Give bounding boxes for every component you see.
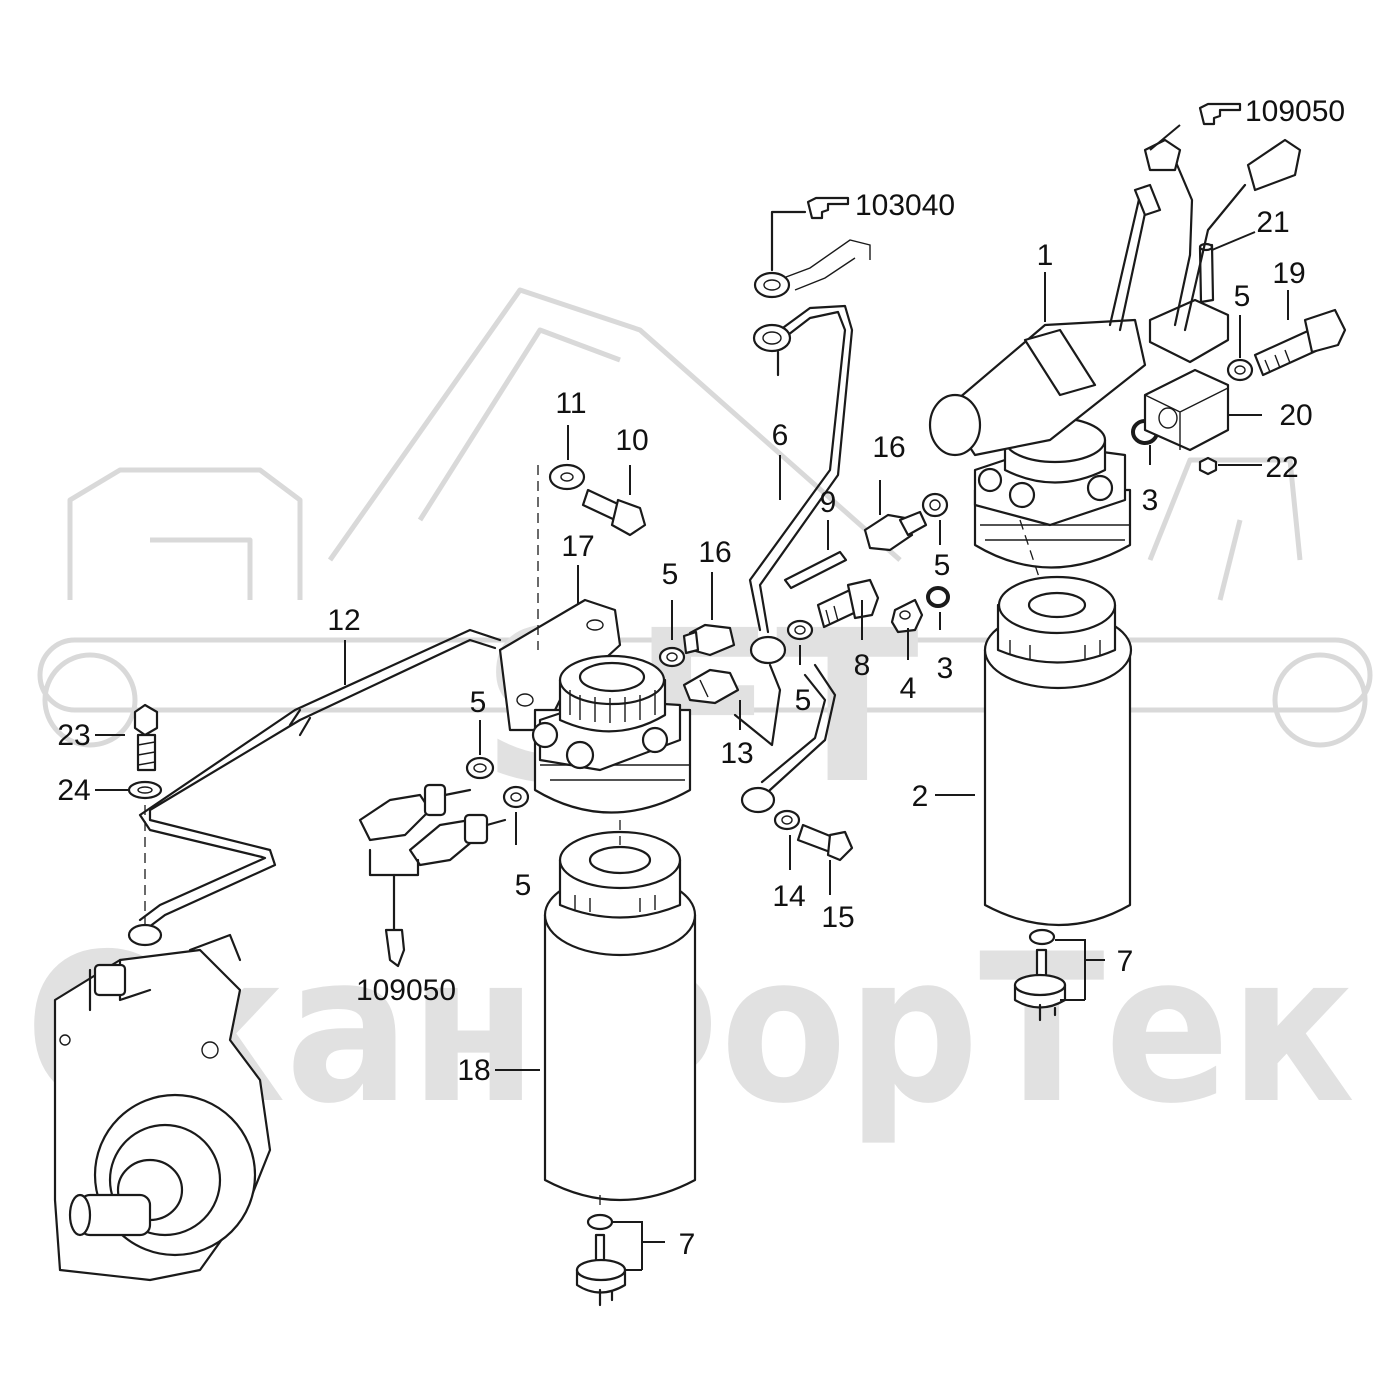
callout-16a: 16: [872, 431, 905, 464]
filter-cartridge-2: [983, 575, 1133, 926]
callout-5d: 5: [662, 558, 679, 591]
reference-number: 109050: [1245, 95, 1345, 128]
callout-13: 13: [720, 737, 753, 770]
washer-14: [773, 809, 801, 831]
callout-8: 8: [854, 649, 871, 682]
callout-24: 24: [57, 774, 90, 807]
adapter-16-mid: [682, 623, 736, 657]
callout-3a: 3: [1142, 484, 1159, 517]
callout-4: 4: [900, 672, 917, 705]
sealing-washer-5-mid: [658, 646, 686, 668]
callout-9: 9: [820, 486, 837, 519]
callout-18: 18: [457, 1054, 490, 1087]
callout-5f: 5: [515, 869, 532, 902]
callout-14: 14: [772, 880, 805, 913]
callout-11: 11: [555, 387, 586, 420]
sealing-washer-5-center: [786, 619, 814, 641]
connector-block-20: [1143, 368, 1230, 452]
drain-valve-7-left: [575, 1195, 627, 1307]
callout-22: 22: [1265, 451, 1298, 484]
banjo-bolt-8: [816, 578, 880, 629]
pointing-hand-icon: [806, 196, 850, 220]
callout-12: 12: [327, 604, 360, 637]
callout-1: 1: [1037, 239, 1054, 272]
callout-15: 15: [821, 901, 854, 934]
adapter-13: [682, 668, 740, 705]
reference-number: 103040: [855, 189, 955, 222]
washer-11: [548, 463, 586, 491]
callout-5e: 5: [470, 686, 487, 719]
fuel-pipe-6: [748, 304, 854, 634]
callout-19: 19: [1272, 257, 1305, 290]
callout-21: 21: [1256, 206, 1289, 239]
reference-109050-bottom: 109050: [356, 974, 456, 1007]
bolt-10: [537, 465, 647, 650]
injection-pump: [53, 933, 272, 1282]
reference-109050-top: 109050: [1198, 95, 1345, 128]
sensor-bracket-21: [1148, 242, 1230, 364]
pointing-hand-icon: [1198, 102, 1242, 126]
callout-16b: 16: [698, 536, 731, 569]
callout-17: 17: [561, 530, 594, 563]
callout-5c: 5: [795, 684, 812, 717]
callout-6: 6: [772, 419, 789, 452]
reference-103040: 103040: [806, 189, 955, 222]
sealing-washer-5-right-a: [921, 492, 949, 518]
callout-5b: 5: [934, 549, 951, 582]
callout-3b: 3: [937, 652, 954, 685]
fuel-pump-motor-1: [928, 183, 1162, 457]
o-ring-3-lower: [926, 586, 950, 608]
plug-4: [890, 598, 924, 634]
callouts: 1 2 3 3 4 5 5 5 5 5 5 6 7 7 8 9 10 11 12…: [57, 206, 1312, 1261]
callout-2: 2: [912, 780, 929, 813]
pipe-end-103040: [753, 210, 871, 299]
fuel-pipe-12: [127, 628, 502, 947]
sealing-washer-5-left-a: [465, 756, 495, 780]
callout-23: 23: [57, 719, 90, 752]
filter-cartridge-18: [543, 820, 697, 1201]
sealing-washer-5-right-b: [1226, 358, 1254, 382]
sensors-left: [358, 783, 507, 968]
sealing-washer-24: [127, 780, 163, 800]
callout-5a: 5: [1234, 280, 1251, 313]
nut-22: [1198, 456, 1218, 476]
banjo-bolt-15: [796, 823, 854, 862]
leader-lines: [95, 124, 1289, 1271]
wiring-harness-top: [1143, 138, 1302, 332]
callout-10: 10: [615, 424, 648, 457]
fuel-pipe-lower: [733, 635, 837, 814]
sealing-washer-5-left-b: [502, 785, 530, 809]
adapter-16-right: [863, 510, 928, 552]
banjo-bolt-23: [133, 703, 159, 772]
callout-7a: 7: [1117, 945, 1134, 978]
callout-20: 20: [1279, 399, 1312, 432]
sensor-19: [1253, 308, 1347, 377]
pin-9: [783, 550, 848, 590]
filter-head-left: [531, 654, 692, 814]
callout-7b: 7: [679, 1228, 696, 1261]
